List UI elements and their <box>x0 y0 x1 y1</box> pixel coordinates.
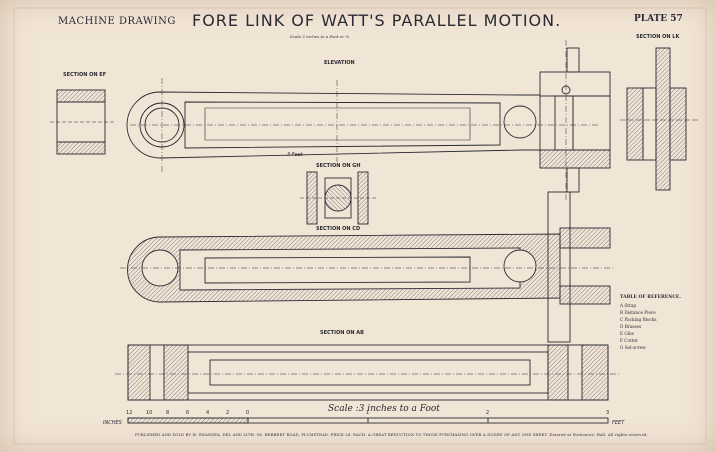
scale-tick: 12 <box>126 410 133 416</box>
reference-item: G Set-screw <box>620 345 646 350</box>
plate-title: FORE LINK OF WATT'S PARALLEL MOTION. <box>192 11 562 30</box>
section-ab-view <box>115 344 620 401</box>
reference-item: F Cotter <box>620 338 638 343</box>
scale-tick: 3 <box>606 410 610 416</box>
scale-bar-graphic <box>127 417 609 424</box>
label-section-ef: SECTION ON EF <box>63 72 107 78</box>
scale-right-label: FEET <box>612 420 625 426</box>
scale-tick: 1 <box>366 410 370 416</box>
scale-tick: 0 <box>246 410 250 416</box>
scale-tick: 10 <box>146 410 153 416</box>
reference-item: D Brasses <box>620 324 642 329</box>
reference-item: E Gibs <box>620 331 634 336</box>
series-title: MACHINE DRAWING <box>58 16 176 27</box>
publisher-footer: PUBLISHED AND SOLD BY W. SWANSEA, DEL AN… <box>135 433 648 437</box>
scale-tick: 6 <box>186 410 190 416</box>
section-gh-view <box>300 171 376 225</box>
label-section-cd: SECTION ON CD <box>316 226 361 232</box>
plate-number: PLATE 57 <box>634 14 683 24</box>
reference-item: C Packing Blocks <box>620 317 657 322</box>
elevation-view <box>126 40 611 200</box>
scale-tick: 4 <box>206 410 210 416</box>
scale-tick: 2 <box>226 410 230 416</box>
label-elevation: ELEVATION <box>324 60 355 66</box>
reference-table: TABLE OF REFERENCE. A Strap B Distance P… <box>620 294 681 351</box>
dimension-label: 3 Feet <box>287 152 303 158</box>
reference-item: A Strap <box>620 303 637 308</box>
scale-tick: 8 <box>166 410 170 416</box>
scale-left-label: INCHES <box>103 420 122 426</box>
label-section-lk: SECTION ON LK <box>636 34 680 40</box>
scale-caption: Scale :3 inches to a Foot <box>328 404 440 414</box>
reference-item: B Distance Piece <box>620 310 656 315</box>
reference-title: TABLE OF REFERENCE. <box>620 295 681 300</box>
scale-tick: 2 <box>486 410 490 416</box>
scale-note: Scale 3 inches to a Foot or ¼ <box>290 34 350 39</box>
section-cd-view <box>120 191 615 343</box>
label-section-ab: SECTION ON AB <box>320 330 364 336</box>
label-section-gh: SECTION ON GH <box>316 163 361 169</box>
section-ef-view <box>50 89 115 155</box>
section-lk-view <box>620 47 700 191</box>
